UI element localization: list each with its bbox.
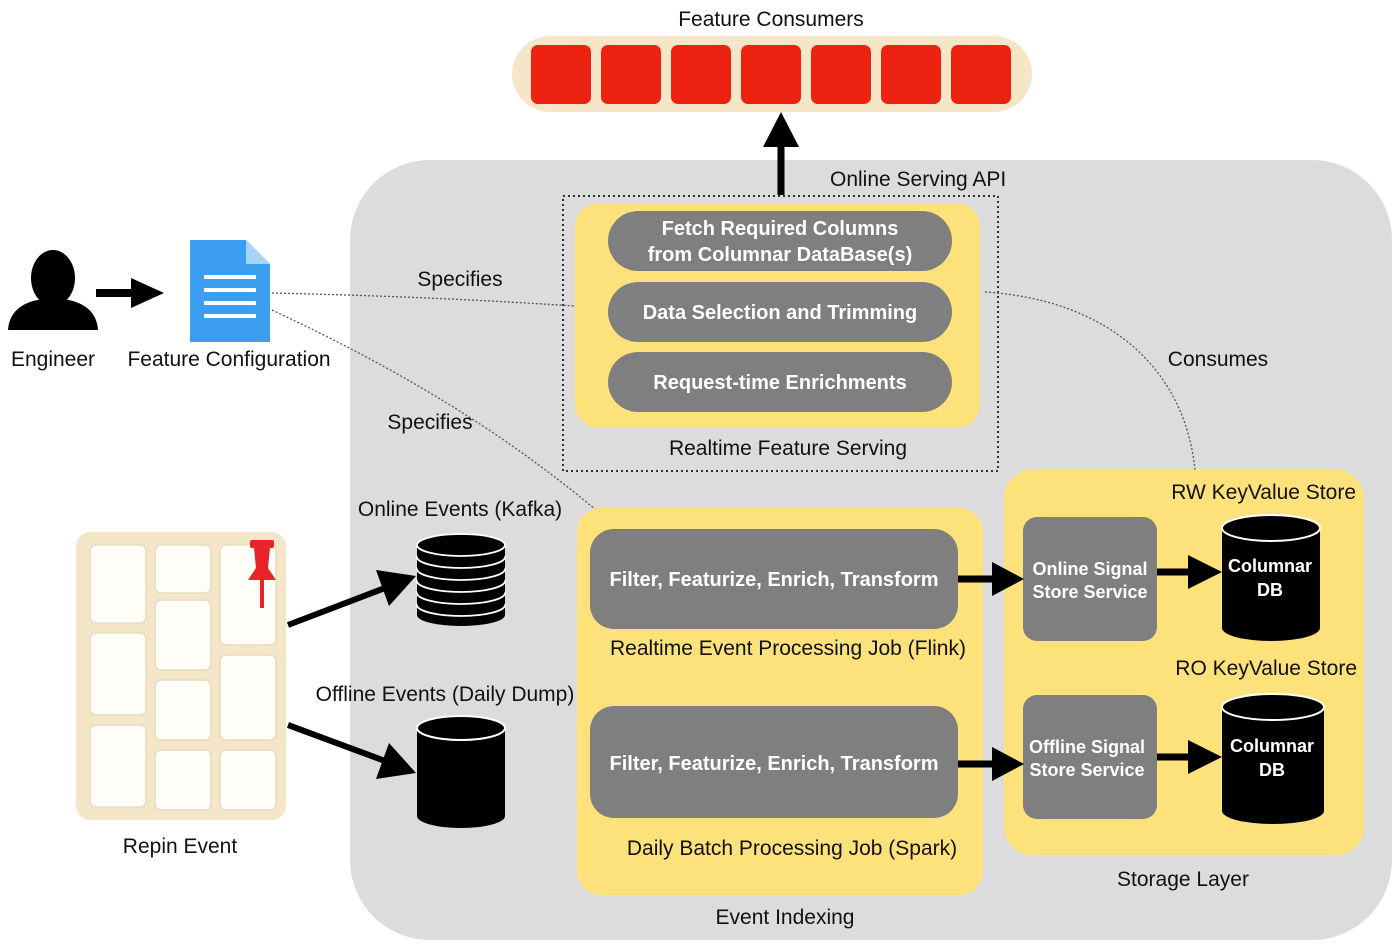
realtime-job-caption: Realtime Event Processing Job (Flink) — [610, 637, 966, 660]
online-serving-api-label: Online Serving API — [830, 168, 1006, 191]
columnar-db-ro-text-1: Columnar — [1230, 736, 1314, 756]
consumer-block-4 — [741, 45, 801, 104]
consumer-block-3 — [671, 45, 731, 104]
consumes-label: Consumes — [1168, 348, 1268, 371]
data-selection-text: Data Selection and Trimming — [643, 302, 918, 324]
repin-board — [76, 532, 286, 820]
push-pin-icon — [248, 540, 276, 608]
consumer-block-7 — [951, 45, 1011, 104]
offline-signal-store-text-2: Store Service — [1029, 760, 1144, 780]
repin-to-offline-arrow — [286, 722, 387, 764]
specifies-link-indexing — [271, 309, 597, 511]
engineer-icon — [8, 250, 98, 330]
online-signal-store-text-1: Online Signal — [1032, 559, 1147, 579]
data-selection-pill — [608, 282, 952, 342]
columnar-db-rw-icon — [1221, 514, 1321, 641]
kafka-disk-top — [416, 533, 506, 557]
batch-to-offline-store-arrowhead — [992, 747, 1024, 781]
feature-consumers-label: Feature Consumers — [678, 8, 864, 31]
document-icon — [190, 240, 270, 342]
repin-to-offline-arrowhead — [376, 743, 416, 779]
fetch-columns-text-2: from Columnar DataBase(s) — [648, 244, 913, 266]
online-events-label: Online Events (Kafka) — [358, 498, 562, 521]
specifies-label-1: Specifies — [417, 268, 502, 291]
event-indexing-caption: Event Indexing — [716, 906, 855, 929]
online-signal-store-text-2: Store Service — [1032, 582, 1147, 602]
realtime-to-online-store-arrowhead — [992, 562, 1024, 596]
engineer-label: Engineer — [11, 348, 95, 371]
repin-to-online-arrow — [286, 585, 387, 628]
fetch-columns-pill — [608, 211, 952, 271]
offline-signal-store-text-1: Offline Signal — [1029, 737, 1145, 757]
consumes-link — [984, 291, 1196, 471]
batch-job-caption: Daily Batch Processing Job (Spark) — [627, 837, 957, 860]
consumer-block-5 — [811, 45, 871, 104]
offline-events-label: Offline Events (Daily Dump) — [316, 683, 575, 706]
realtime-serving-caption: Realtime Feature Serving — [669, 437, 907, 460]
consumer-block-6 — [881, 45, 941, 104]
batch-transform-pill — [590, 706, 958, 818]
consumer-block-2 — [601, 45, 661, 104]
columnar-db-rw-text-1: Columnar — [1228, 556, 1312, 576]
specifies-label-2: Specifies — [387, 411, 472, 434]
kafka-disk-stack-icon — [416, 533, 506, 626]
consumer-block-1 — [531, 45, 591, 104]
columnar-db-ro-text-2: DB — [1259, 760, 1285, 780]
columnar-db-rw-text-2: DB — [1257, 580, 1283, 600]
request-enrichment-pill — [608, 352, 952, 412]
offline-store-to-db-arrowhead — [1188, 740, 1222, 774]
storage-layer-caption: Storage Layer — [1117, 868, 1249, 891]
offline-events-db-icon — [416, 715, 506, 828]
offline-signal-store-box — [1023, 695, 1157, 819]
realtime-transform-text: Filter, Featurize, Enrich, Transform — [610, 569, 939, 591]
columnar-db-ro-icon — [1221, 693, 1325, 824]
realtime-transform-pill — [590, 529, 958, 629]
repin-event-label: Repin Event — [123, 835, 238, 858]
engineer-to-config-arrowhead — [131, 278, 164, 308]
request-enrichment-text: Request-time Enrichments — [653, 372, 906, 394]
repin-to-online-arrowhead — [376, 570, 416, 606]
feature-config-label: Feature Configuration — [127, 348, 330, 371]
batch-transform-text: Filter, Featurize, Enrich, Transform — [610, 753, 939, 775]
ro-keyvalue-label: RO KeyValue Store — [1175, 657, 1357, 680]
fetch-columns-text-1: Fetch Required Columns — [662, 218, 899, 240]
serving-to-consumers-arrowhead — [763, 112, 799, 147]
consumer-blocks — [531, 45, 1011, 104]
online-store-to-db-arrowhead — [1188, 555, 1222, 589]
rw-keyvalue-label: RW KeyValue Store — [1171, 481, 1356, 504]
online-signal-store-box — [1023, 517, 1157, 641]
